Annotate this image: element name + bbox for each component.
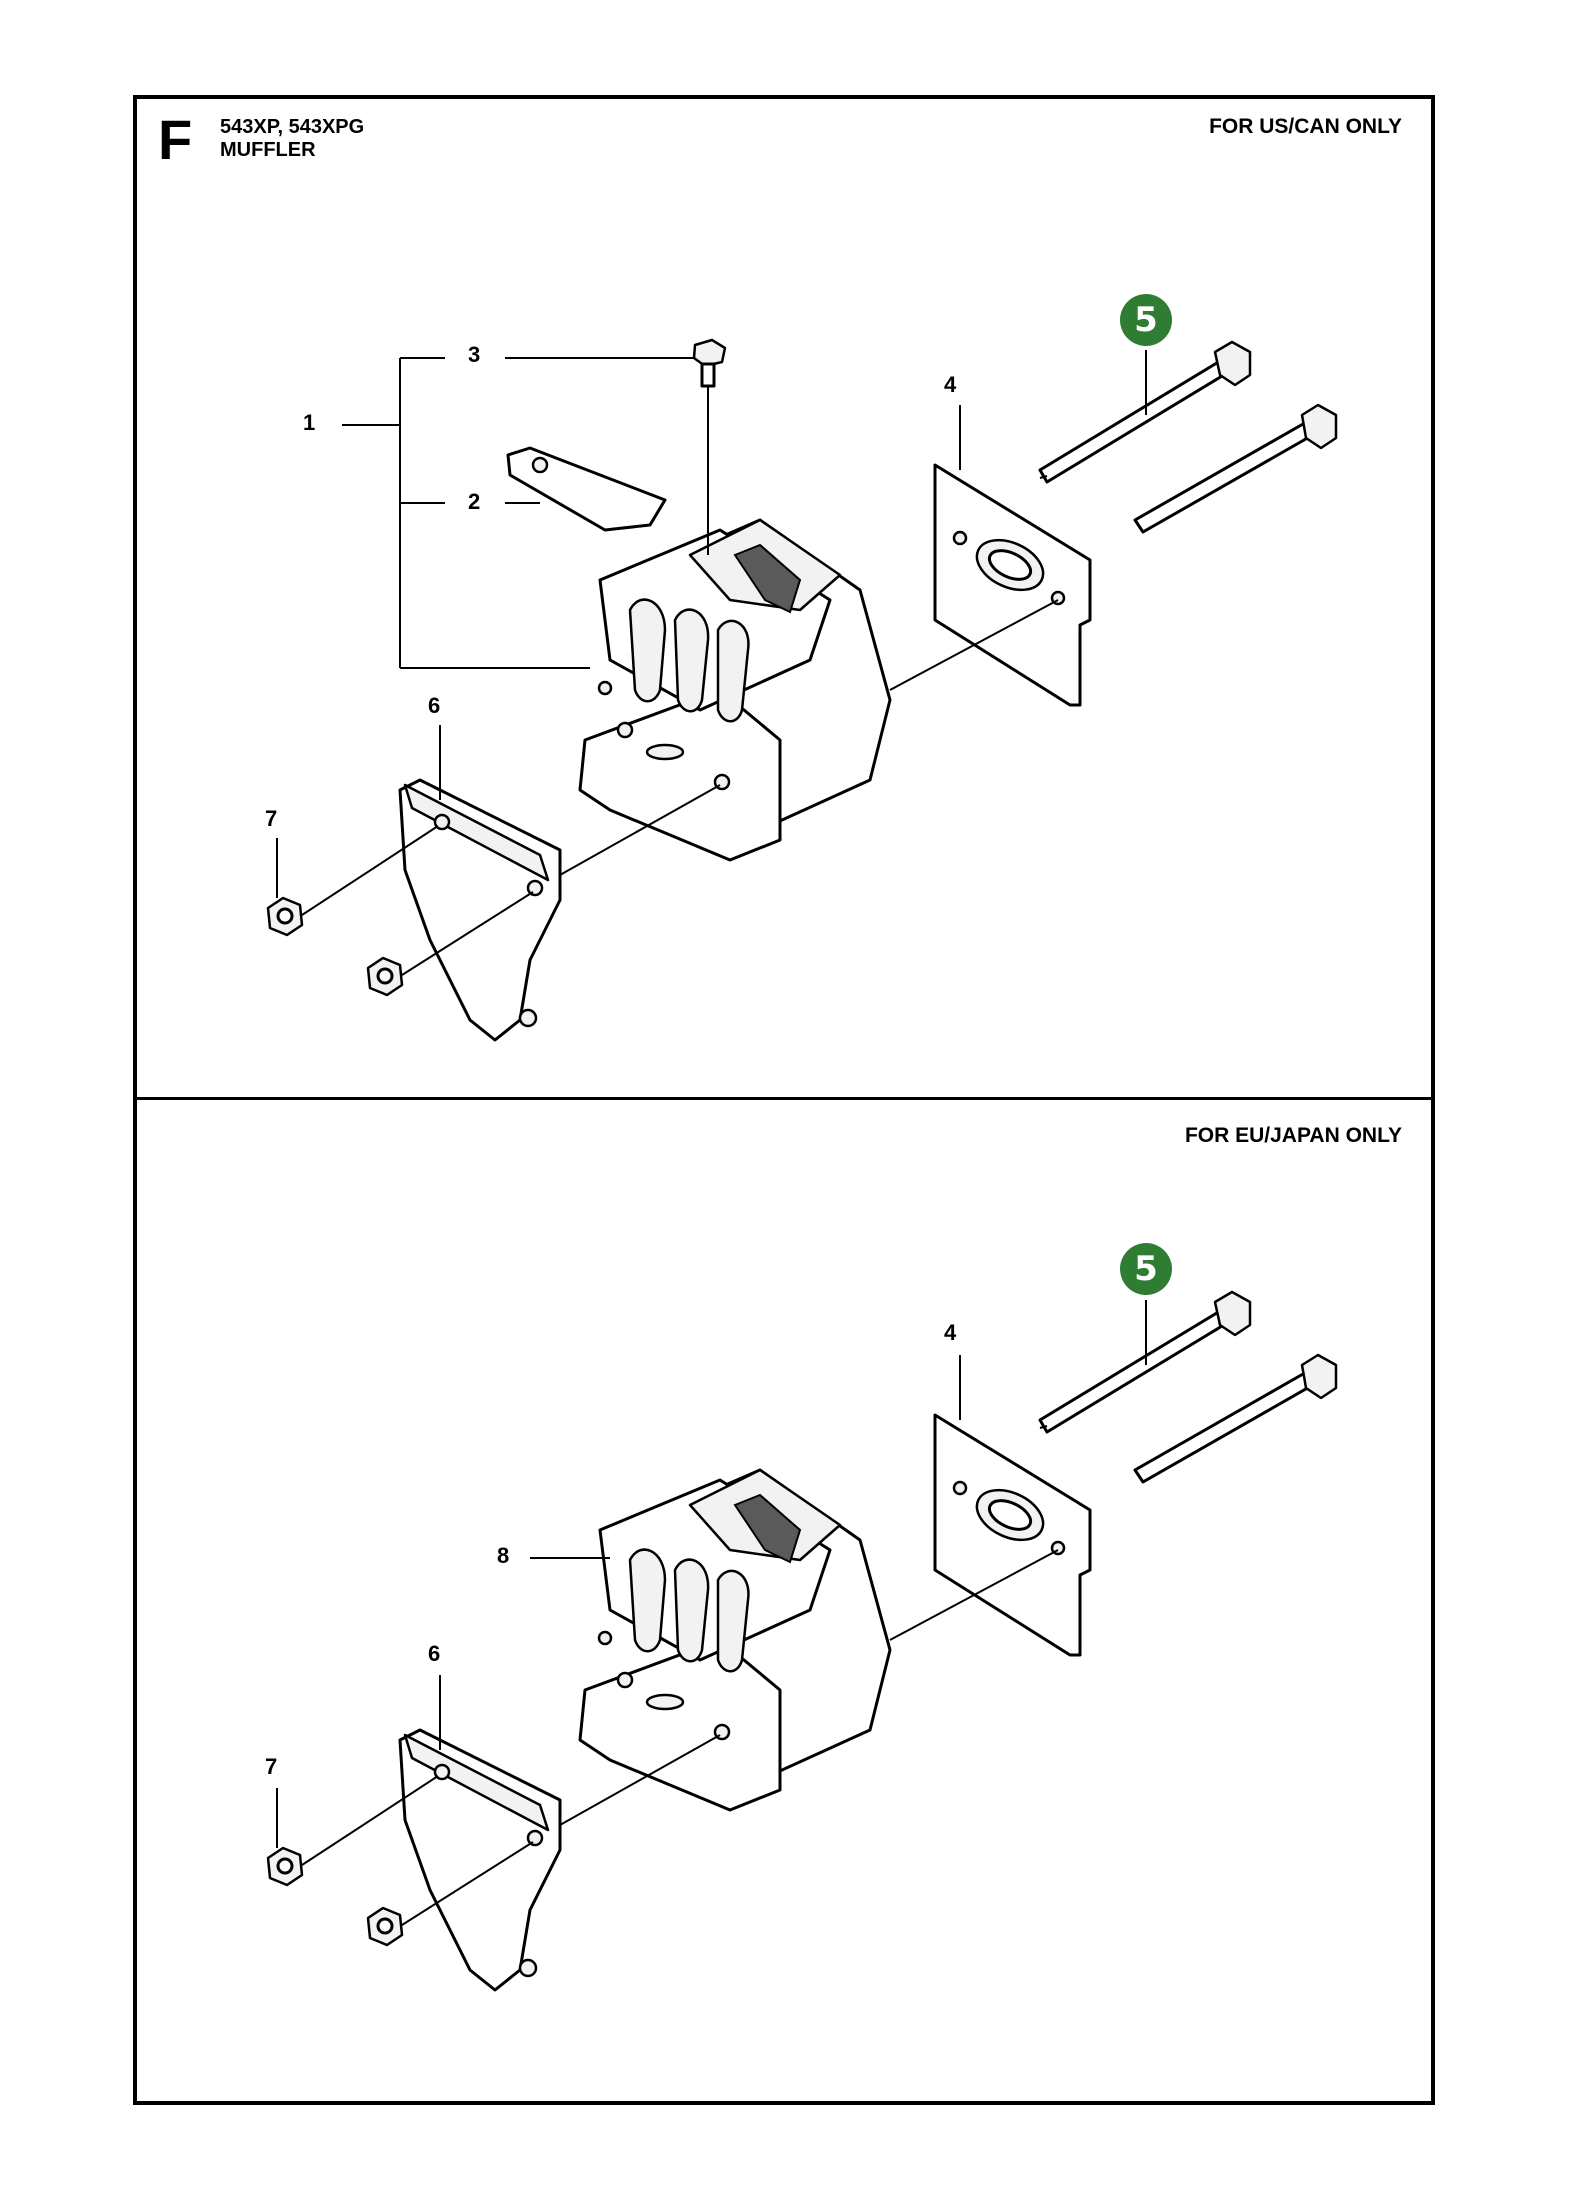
region-label-eu-japan: FOR EU/JAPAN ONLY bbox=[1184, 1124, 1402, 1147]
callout-1: 1 bbox=[303, 410, 316, 435]
section-letter: F bbox=[158, 108, 193, 171]
callout-2: 2 bbox=[468, 489, 481, 514]
models-title: 543XP, 543XPG bbox=[220, 116, 365, 138]
callout-6: 6 bbox=[428, 693, 441, 718]
callout-8: 8 bbox=[497, 1543, 510, 1568]
callout-4: 4 bbox=[944, 1320, 957, 1345]
callout-7: 7 bbox=[265, 806, 278, 831]
diagram-frame bbox=[133, 95, 1435, 2105]
callout-7: 7 bbox=[265, 1754, 278, 1779]
section-subtitle: MUFFLER bbox=[220, 139, 316, 161]
callout-3: 3 bbox=[468, 342, 481, 367]
highlighted-part-badge: 5 bbox=[1120, 1243, 1172, 1295]
panel-divider bbox=[133, 1097, 1435, 1100]
callout-4: 4 bbox=[944, 372, 957, 397]
region-label-us-can: FOR US/CAN ONLY bbox=[1209, 115, 1402, 138]
highlighted-part-badge: 5 bbox=[1120, 294, 1172, 346]
callout-6: 6 bbox=[428, 1641, 441, 1666]
